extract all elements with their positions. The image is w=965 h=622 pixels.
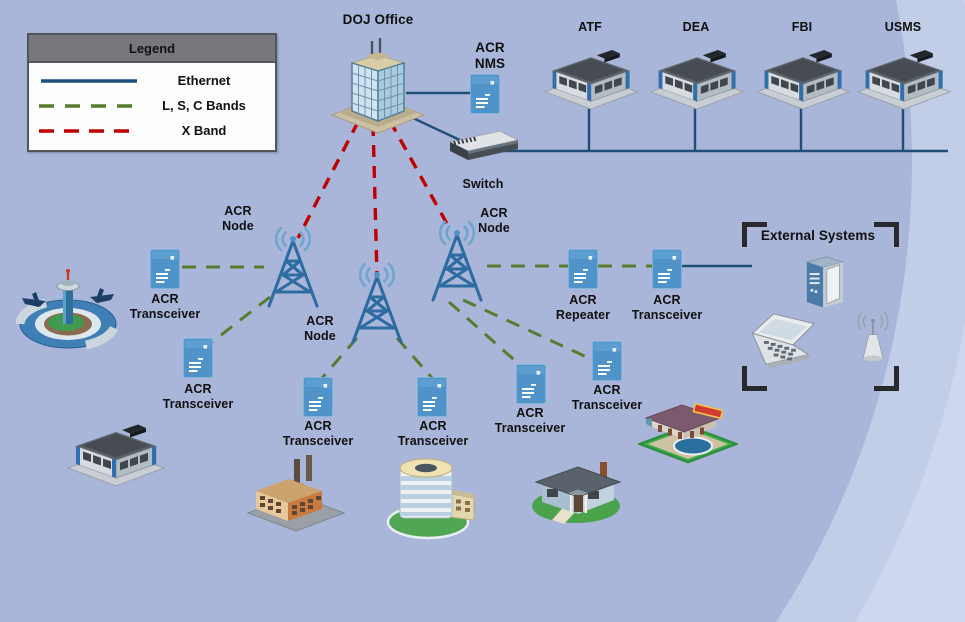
- usms-building-icon: [856, 36, 952, 113]
- external-systems-corner-bl: [742, 366, 767, 391]
- acr-node-tower-icon: [255, 226, 331, 312]
- lsc-band-links: [182, 264, 652, 379]
- external-systems-corner-tr: [874, 222, 899, 247]
- acr-transceiver-server-icon: [417, 377, 447, 417]
- fbi-building-icon: [755, 36, 851, 113]
- mainframe-icon: [796, 252, 854, 314]
- office-building-icon: [60, 410, 172, 490]
- acr-transceiver-server-icon: [183, 338, 213, 378]
- legend-item-x-band: X Band: [37, 123, 267, 138]
- legend-title: Legend: [29, 35, 275, 63]
- dea-building-icon: [649, 36, 745, 113]
- acr-repeater-server-icon: [568, 249, 598, 289]
- acr-node-label: ACR Node: [478, 206, 510, 235]
- house-icon: [526, 440, 626, 524]
- acr-transceiver-label: ACR Transceiver: [397, 419, 469, 448]
- acr-transceiver-server-icon: [150, 249, 180, 289]
- legend-body: Ethernet L, S, C Bands X Band: [29, 63, 275, 148]
- acr-transceiver-label: ACR Transceiver: [571, 383, 643, 412]
- acr-nms-server-icon: [470, 74, 500, 114]
- airport-control-tower-icon: [16, 264, 120, 352]
- round-office-tower-icon: [384, 452, 484, 540]
- legend-item-lsc-bands: L, S, C Bands: [37, 98, 267, 113]
- acr-transceiver-label: ACR Transceiver: [631, 293, 703, 322]
- factory-icon: [246, 453, 346, 535]
- x-band-line-sample: [39, 128, 139, 133]
- switch-icon: [446, 128, 520, 168]
- antenna-icon: [850, 308, 896, 366]
- acr-node-label: ACR Node: [304, 314, 336, 343]
- acr-transceiver-server-icon: [592, 341, 622, 381]
- agency-label-dea: DEA: [682, 20, 710, 34]
- external-systems-corner-br: [874, 366, 899, 391]
- acr-transceiver-label: ACR Transceiver: [162, 382, 234, 411]
- acr-nms-label: ACR NMS: [474, 40, 506, 71]
- acr-transceiver-server-icon: [652, 249, 682, 289]
- agency-label-atf: ATF: [578, 20, 602, 34]
- acr-transceiver-server-icon: [303, 377, 333, 417]
- ethernet-lines: [399, 91, 948, 268]
- acr-transceiver-server-icon: [516, 364, 546, 404]
- agency-label-usms: USMS: [884, 20, 922, 34]
- switch-label: Switch: [462, 177, 504, 191]
- doj-office-label: DOJ Office: [342, 12, 414, 27]
- external-systems-corner-tl: [742, 222, 767, 247]
- agency-label-fbi: FBI: [791, 20, 813, 34]
- legend-item-label: X Band: [181, 123, 227, 138]
- external-systems-label: External Systems: [760, 228, 876, 243]
- doj-office-building-icon: [322, 33, 434, 137]
- x-band-links: [296, 120, 453, 277]
- legend-item-label: Ethernet: [177, 73, 231, 88]
- legend-item-label: L, S, C Bands: [162, 98, 246, 113]
- acr-repeater-label: ACR Repeater: [555, 293, 611, 322]
- ethernet-line-sample: [41, 78, 137, 83]
- laptop-icon: [750, 312, 836, 372]
- atf-building-icon: [543, 36, 639, 113]
- legend-item-ethernet: Ethernet: [37, 73, 267, 88]
- acr-transceiver-label: ACR Transceiver: [282, 419, 354, 448]
- acr-node-label: ACR Node: [222, 204, 254, 233]
- acr-transceiver-label: ACR Transceiver: [494, 406, 566, 435]
- acr-transceiver-label: ACR Transceiver: [129, 292, 201, 321]
- lsc-bands-line-sample: [39, 103, 139, 108]
- legend: Legend Ethernet L, S, C Bands X Band: [27, 33, 277, 152]
